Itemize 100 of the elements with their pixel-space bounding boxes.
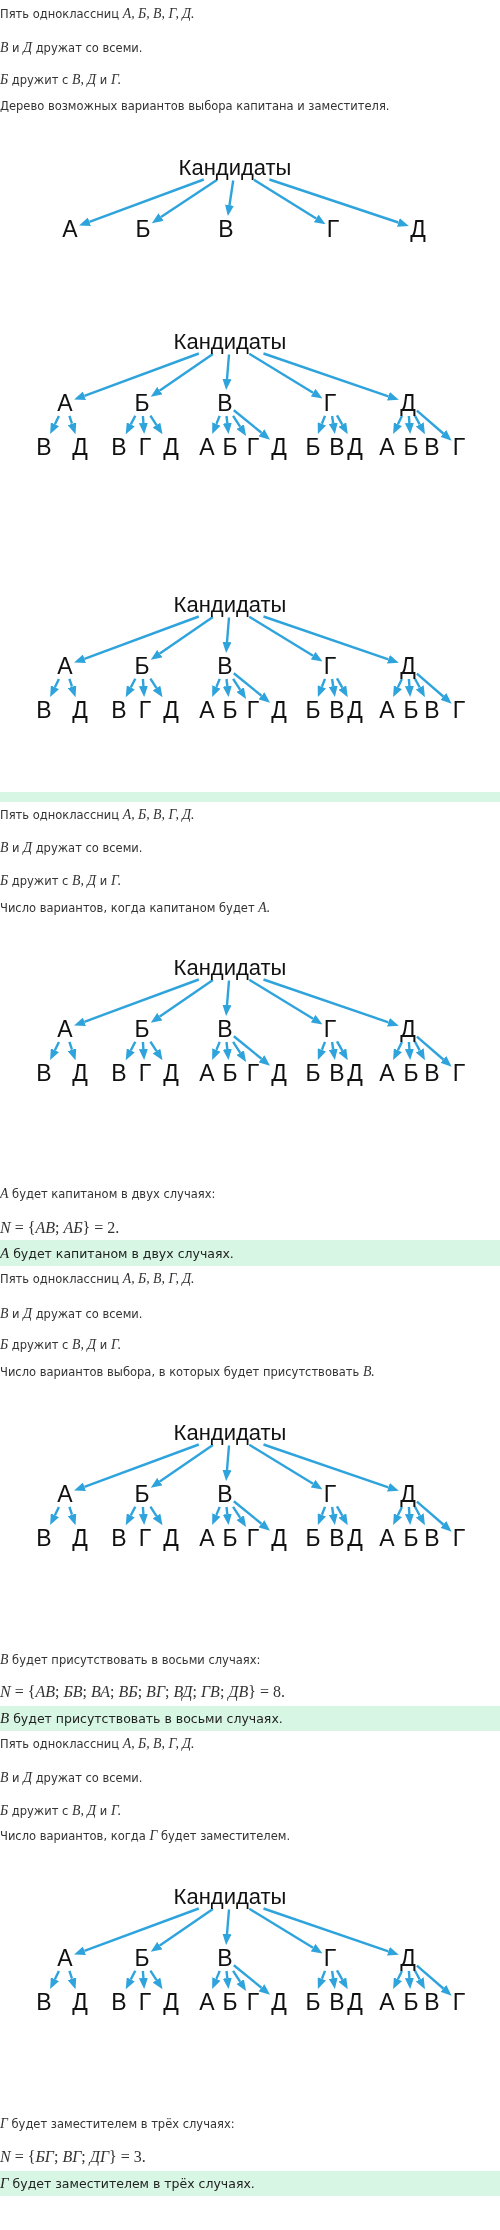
arrow [413, 415, 425, 435]
tree-leaf-label: В [424, 1526, 440, 1550]
tree-branch-label: А [57, 1946, 73, 1970]
arrow [416, 672, 452, 704]
arrow [263, 1907, 399, 1956]
arrow [212, 1041, 221, 1061]
arrow [212, 678, 221, 698]
tree-leaf-label: Г [246, 698, 260, 722]
arrow [74, 1443, 200, 1491]
tree-branch-label: Б [134, 391, 150, 415]
arrow [74, 978, 200, 1026]
tree-branch-label: В [217, 1482, 233, 1506]
arrow [233, 672, 270, 703]
tree-leaf-label: А [199, 1526, 215, 1550]
arrow [335, 1969, 348, 1990]
arrow [50, 1970, 60, 1990]
tree-leaf-label: Б [403, 435, 419, 459]
paragraph: Дерево возможных вариантов выбора капитана и заместителя. [0, 98, 390, 114]
arrow [253, 178, 326, 225]
arrow [416, 1035, 452, 1067]
tree-branch-label: Д [400, 1946, 416, 1970]
tree-leaf-label: А [379, 1526, 395, 1550]
arrow [150, 1907, 214, 1952]
tree-leaf-label: Д [163, 1061, 179, 1085]
arrow [393, 1970, 403, 1990]
tree-leaf-label: Г [246, 1990, 260, 2014]
arrow [232, 1970, 247, 1991]
tree-leaf-label: В [111, 1061, 127, 1085]
tree-branch-label: Г [323, 1946, 337, 1970]
arrow [413, 1970, 425, 1990]
arrow [138, 1041, 148, 1060]
tree-leaf-label: Д [347, 435, 363, 459]
tree-leaf-label: Г [452, 1061, 466, 1085]
arrow [416, 1964, 452, 1996]
arrow [74, 615, 200, 663]
math-formula: N = {АВ; АБ} = 2. [0, 1217, 120, 1237]
tree-branch-label: Д [400, 391, 416, 415]
tree-leaf-label: Д [163, 1526, 179, 1550]
arrow [233, 1035, 270, 1066]
paragraph: В будет присутствовать в восьми случаях: [0, 1651, 261, 1668]
tree-leaf-label: Д [347, 1990, 363, 2014]
arrow [248, 352, 323, 399]
arrow [317, 1506, 327, 1526]
tree-leaf-label: Б [403, 1061, 419, 1085]
arrow [404, 1506, 414, 1525]
arrow [222, 617, 232, 653]
math-formula: N = {АВ; БВ; ВА; ВБ; ВГ; ВД; ГВ; ДВ} = 8. [0, 1681, 285, 1701]
tree-leaf-label: Б [305, 1990, 321, 2014]
tree-leaf-label: В [424, 435, 440, 459]
arrow [222, 1445, 232, 1481]
tree-leaf-label: Б [305, 698, 321, 722]
tree-leaf-label: Д [163, 435, 179, 459]
arrow [328, 1041, 338, 1061]
tree-branch-label: Б [134, 1482, 150, 1506]
tree-leaf-label: Б [403, 1990, 419, 2014]
paragraph: Б дружит с В, Д и Г. [0, 71, 122, 88]
answer-text: Г будет заместителем в трёх случаях. [0, 2175, 255, 2191]
tree-leaf-label: В [424, 698, 440, 722]
answer-text: В будет присутствовать в восьми случаях. [0, 1710, 283, 1726]
tree-leaf-label: В [111, 1990, 127, 2014]
tree-leaf-label: В [111, 698, 127, 722]
tree-branch-label: Д [410, 217, 426, 241]
arrow [138, 415, 148, 434]
tree-branch-label: Д [400, 654, 416, 678]
tree-leaf-label: А [379, 1990, 395, 2014]
tree-branch-label: Б [134, 654, 150, 678]
tree-branch-label: А [62, 217, 78, 241]
tree-branch-label: А [57, 1017, 73, 1041]
arrow [138, 678, 148, 697]
arrow [335, 1505, 348, 1526]
arrow [404, 1041, 414, 1060]
tree-leaf-label: Г [452, 1990, 466, 2014]
tree-leaf-label: Д [347, 698, 363, 722]
tree-leaf-label: Г [138, 698, 152, 722]
tree-branch-label: Г [323, 391, 337, 415]
tree-branch-label: В [217, 654, 233, 678]
arrow [222, 980, 232, 1016]
paragraph: Число вариантов, когда капитаном будет А. [0, 899, 271, 916]
arrow [125, 1506, 137, 1526]
arrow [149, 678, 163, 698]
arrow [335, 414, 348, 435]
arrow [269, 178, 409, 227]
arrow [317, 678, 327, 698]
arrow [222, 678, 232, 698]
tree-leaf-label: Б [305, 1061, 321, 1085]
tree-leaf-label: В [111, 1526, 127, 1550]
tree-leaf-label: Б [305, 1526, 321, 1550]
tree-leaf-label: Д [163, 698, 179, 722]
arrow [125, 415, 137, 435]
paragraph: Пять одноклассниц А, Б, В, Г, Д. [0, 806, 195, 823]
arrow [50, 415, 60, 435]
paragraph: Число вариантов, когда Г будет заместителем. [0, 1827, 291, 1844]
tree-branch-label: Г [323, 654, 337, 678]
arrow [74, 1907, 200, 1955]
tree-leaf-label: Д [347, 1526, 363, 1550]
arrow [317, 1970, 327, 1990]
tree-leaf-label: Г [452, 435, 466, 459]
tree-leaf-label: В [329, 435, 345, 459]
answer-text: А будет капитаном в двух случаях. [0, 1245, 234, 1261]
tree-leaf-label: Д [271, 1061, 287, 1085]
